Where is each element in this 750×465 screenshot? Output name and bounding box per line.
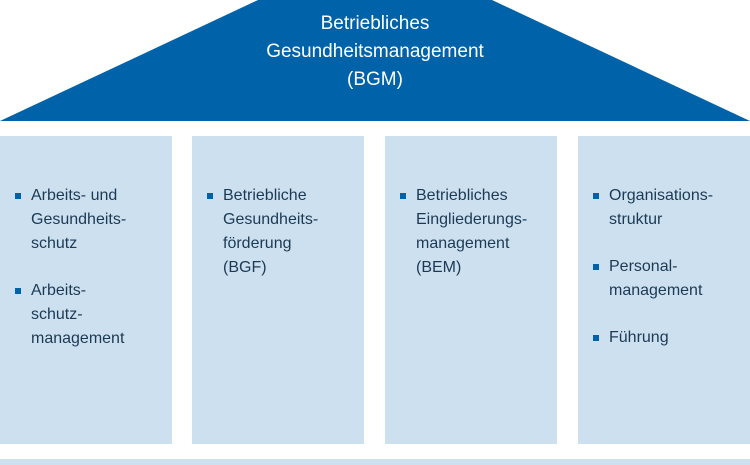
item-text-line: Betriebliche xyxy=(223,187,307,204)
bullet-list: Betriebliche Gesundheits- förderung (BGF… xyxy=(192,184,360,280)
item-text-line: Eingliederungs- xyxy=(416,211,528,228)
roof-shape xyxy=(0,0,750,121)
square-bullet-icon xyxy=(400,193,406,199)
item-text-line: Arbeits- xyxy=(31,282,87,299)
list-item: Personal- management xyxy=(578,255,746,303)
item-text-line: Gesundheits- xyxy=(223,211,319,228)
item-text-line: Arbeits- und xyxy=(31,187,118,204)
square-bullet-icon xyxy=(593,335,599,341)
item-text-line: (BEM) xyxy=(416,259,462,276)
pillar-reintegration-management: Betriebliches Eingliederungs- management… xyxy=(385,136,557,444)
item-text-line: struktur xyxy=(609,211,663,228)
list-item: Betriebliche Gesundheits- förderung (BGF… xyxy=(192,184,360,280)
square-bullet-icon xyxy=(593,193,599,199)
roof-title-line: Gesundheitsmanagement xyxy=(266,41,484,62)
list-item: Organisations- struktur xyxy=(578,184,746,232)
item-text-line: Führung xyxy=(609,329,669,346)
list-item: Führung xyxy=(578,326,746,350)
bullet-list: Organisations- struktur Personal- manage… xyxy=(578,184,746,350)
roof-title-line: Betriebliches xyxy=(320,13,430,34)
item-text-line: management xyxy=(416,235,510,252)
item-text-line: Personal- xyxy=(609,258,678,275)
list-item: Arbeits- schutz- management xyxy=(0,279,168,351)
roof xyxy=(0,0,750,121)
foundation xyxy=(0,459,750,465)
item-text-line: Organisations- xyxy=(609,187,714,204)
bullet-list: Betriebliches Eingliederungs- management… xyxy=(385,184,553,280)
pillar-health-promotion: Betriebliche Gesundheits- förderung (BGF… xyxy=(192,136,364,444)
pillar-organization: Organisations- struktur Personal- manage… xyxy=(578,136,750,444)
square-bullet-icon xyxy=(593,264,599,270)
pillar-occupational-safety: Arbeits- und Gesundheits- schutz Arbeits… xyxy=(0,136,172,444)
item-text-line: schutz- xyxy=(31,306,83,323)
bullet-list: Arbeits- und Gesundheits- schutz Arbeits… xyxy=(0,184,168,351)
list-item: Arbeits- und Gesundheits- schutz xyxy=(0,184,168,256)
item-text-line: Gesundheits- xyxy=(31,211,127,228)
square-bullet-icon xyxy=(15,193,21,199)
square-bullet-icon xyxy=(207,193,213,199)
item-text-line: management xyxy=(609,282,703,299)
list-item: Betriebliches Eingliederungs- management… xyxy=(385,184,553,280)
item-text-line: förderung xyxy=(223,235,292,252)
item-text-line: Betriebliches xyxy=(416,187,508,204)
item-text-line: management xyxy=(31,330,125,347)
roof-title: Betriebliches Gesundheitsmanagement (BGM… xyxy=(225,10,525,94)
item-text-line: schutz xyxy=(31,235,78,252)
item-text-line: (BGF) xyxy=(223,259,267,276)
square-bullet-icon xyxy=(15,288,21,294)
roof-title-line: (BGM) xyxy=(347,69,403,90)
